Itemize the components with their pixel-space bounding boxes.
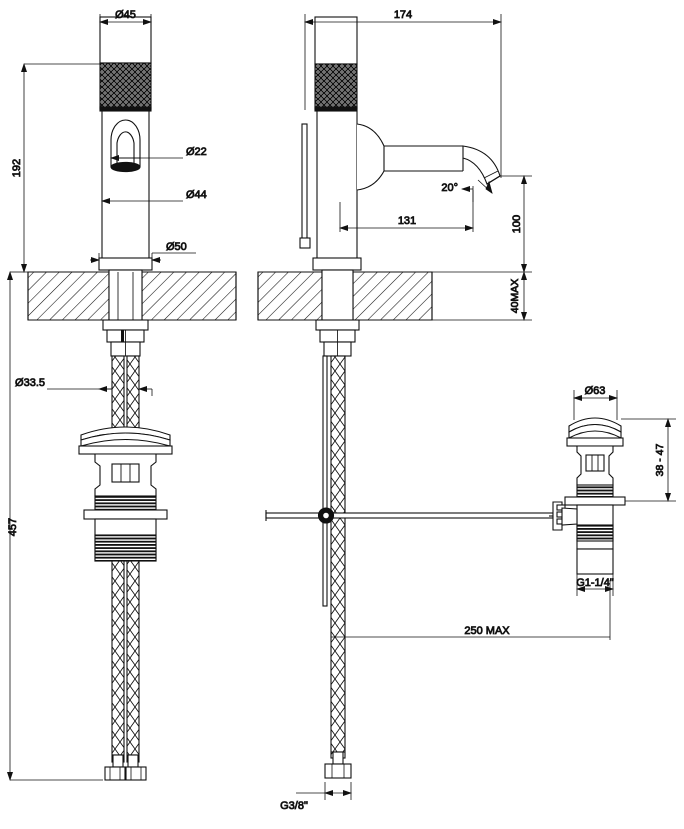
dim-457: 457: [7, 518, 19, 536]
waste-detail-geometry: [549, 417, 626, 575]
front-view-dimensions: Ø45 Ø22 Ø44 Ø50 192 457 Ø33.5: [7, 9, 207, 781]
front-view-geometry: [27, 16, 237, 781]
dim-dia44: Ø44: [186, 189, 207, 201]
dim-dia50: Ø50: [166, 241, 187, 253]
dim-dia33-5: Ø33.5: [15, 377, 45, 389]
dim-192: 192: [11, 159, 23, 177]
dim-100: 100: [511, 215, 523, 233]
side-view-geometry: [257, 16, 554, 779]
dim-40max: 40MAX: [509, 279, 521, 313]
dim-g3-8: G3/8": [280, 800, 308, 812]
dim-g1-1-4: G1-1/4": [576, 577, 614, 589]
dim-250max: 250 MAX: [464, 625, 510, 637]
dim-dia63: Ø63: [585, 385, 606, 397]
dim-38-47: 38 - 47: [654, 444, 666, 477]
dim-131: 131: [398, 215, 416, 227]
dim-174: 174: [394, 9, 412, 21]
dim-20-degrees: 20°: [441, 182, 458, 194]
waste-detail-dimensions: Ø63 38 - 47 G1-1/4": [573, 385, 676, 596]
dim-dia45: Ø45: [115, 9, 136, 21]
dim-dia22: Ø22: [186, 146, 207, 158]
side-view-dimensions: 174 131 20° 100 40MAX 250 MAX G3/8": [280, 9, 611, 812]
